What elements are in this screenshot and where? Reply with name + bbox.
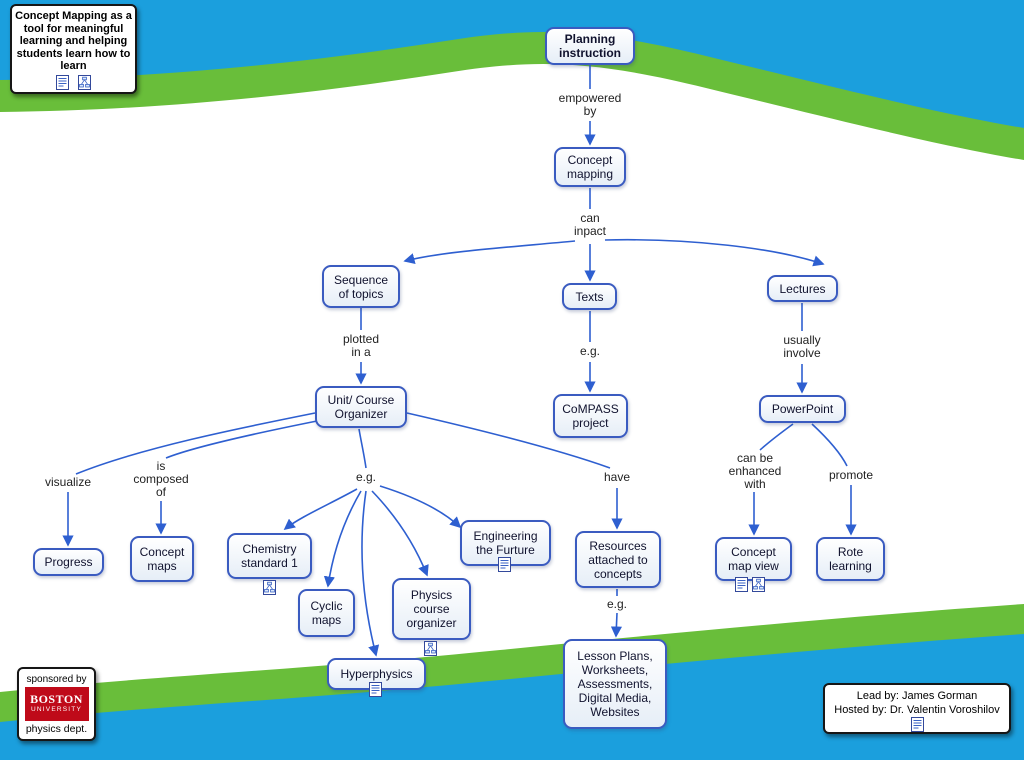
- logo-line1: BOSTON: [30, 692, 83, 706]
- physics-dept-text: physics dept.: [25, 722, 88, 735]
- link-visualize[interactable]: visualize: [38, 476, 98, 489]
- logo-line2: UNIVERSITY: [30, 706, 82, 713]
- node-lectures[interactable]: Lectures: [767, 275, 838, 302]
- concept-map-resource-icon[interactable]: [78, 74, 92, 90]
- node-sequence-of-topics[interactable]: Sequence of topics: [322, 265, 400, 308]
- node-texts[interactable]: Texts: [562, 283, 617, 310]
- link-promote[interactable]: promote: [824, 469, 878, 482]
- link-can-be-enhanced-with[interactable]: can be enhanced with: [724, 452, 786, 491]
- link-is-composed-of[interactable]: is composed of: [129, 460, 193, 499]
- document-resource-icon[interactable]: [910, 717, 924, 732]
- node-unit-course-organizer[interactable]: Unit/ Course Organizer: [315, 386, 407, 428]
- node-engineering-the-furture[interactable]: Engineering the Furture: [460, 520, 551, 566]
- title-icon-row: [15, 74, 132, 90]
- sponsor-box[interactable]: sponsored by BOSTON UNIVERSITY physics d…: [17, 667, 96, 741]
- node-concept-maps[interactable]: Concept maps: [130, 536, 194, 582]
- node-resources-attached[interactable]: Resources attached to concepts: [575, 531, 661, 588]
- link-eg-resources[interactable]: e.g.: [603, 598, 631, 611]
- node-chemistry-standard-1[interactable]: Chemistry standard 1: [227, 533, 312, 579]
- document-resource-icon[interactable]: [55, 74, 69, 90]
- node-compass-project[interactable]: CoMPASS project: [553, 394, 628, 438]
- document-resource-icon[interactable]: [735, 577, 748, 592]
- sponsored-by-text: sponsored by: [26, 673, 87, 685]
- link-eg-organizer[interactable]: e.g.: [352, 471, 380, 484]
- boston-university-logo: BOSTON UNIVERSITY: [24, 686, 89, 721]
- node-cyclic-maps[interactable]: Cyclic maps: [298, 589, 355, 637]
- map-title-box[interactable]: Concept Mapping as a tool for meaningful…: [10, 4, 137, 94]
- map-title-text: Concept Mapping as a tool for meaningful…: [15, 10, 132, 72]
- node-powerpoint[interactable]: PowerPoint: [759, 395, 846, 423]
- link-eg-texts[interactable]: e.g.: [576, 345, 604, 358]
- concept-map-resource-icon[interactable]: [752, 577, 765, 592]
- document-resource-icon[interactable]: [369, 682, 382, 697]
- node-rote-learning[interactable]: Rote learning: [816, 537, 885, 581]
- node-planning-instruction[interactable]: Planning instruction: [545, 27, 635, 65]
- link-usually-involve[interactable]: usually involve: [777, 334, 827, 360]
- credit-line1: Lead by: James Gorman: [856, 690, 978, 702]
- document-resource-icon[interactable]: [498, 557, 511, 572]
- node-progress[interactable]: Progress: [33, 548, 104, 576]
- concept-map-resource-icon[interactable]: [263, 580, 276, 595]
- node-concept-map-view[interactable]: Concept map view: [715, 537, 792, 581]
- link-can-inpact[interactable]: can inpact: [568, 212, 612, 238]
- credit-box[interactable]: Lead by: James Gorman Hosted by: Dr. Val…: [823, 683, 1011, 734]
- link-plotted-in-a[interactable]: plotted in a: [337, 333, 385, 359]
- node-physics-course-organizer[interactable]: Physics course organizer: [392, 578, 471, 640]
- node-concept-mapping[interactable]: Concept mapping: [554, 147, 626, 187]
- link-empowered-by[interactable]: empowered by: [553, 92, 627, 118]
- link-have[interactable]: have: [600, 471, 634, 484]
- credit-line2: Hosted by: Dr. Valentin Voroshilov: [834, 704, 1000, 716]
- concept-map-resource-icon[interactable]: [424, 641, 437, 656]
- node-lesson-plans[interactable]: Lesson Plans, Worksheets, Assessments, D…: [563, 639, 667, 729]
